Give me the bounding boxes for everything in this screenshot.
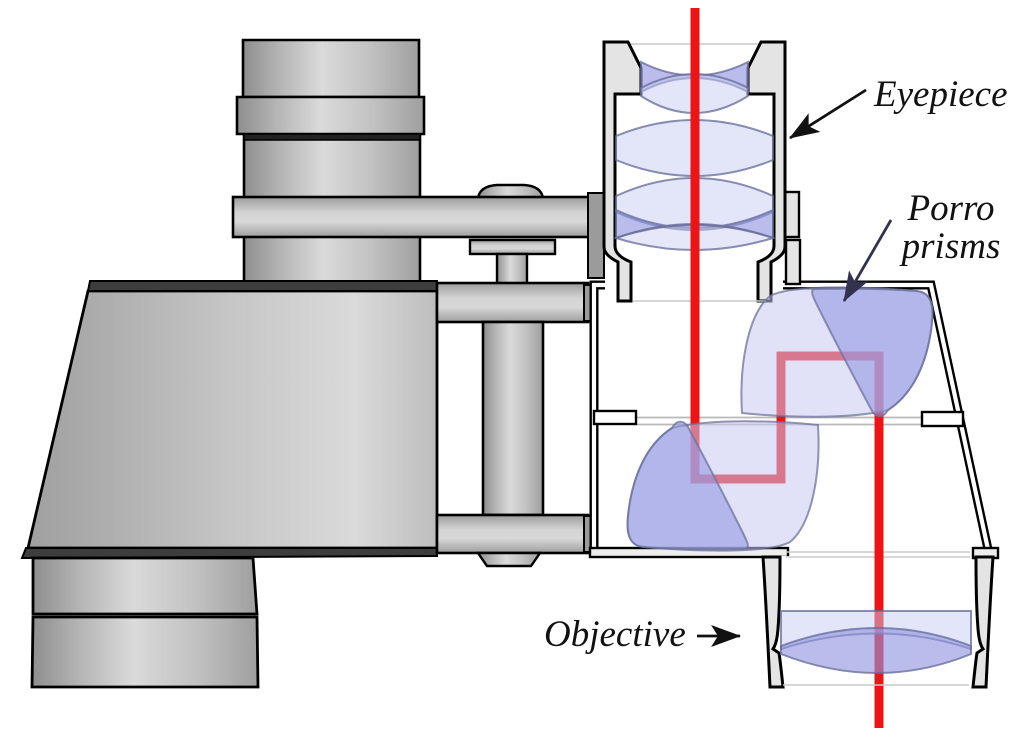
objective-lens-group <box>780 610 972 674</box>
body-trapezoid <box>26 289 439 550</box>
partition-tab-right <box>920 410 965 428</box>
left-objective-barrel-upper <box>31 556 259 616</box>
eyepiece-arrow <box>789 88 867 140</box>
left-focus-ring <box>235 95 426 136</box>
porro-label-line1: Porro <box>906 188 994 229</box>
objective-label: Objective <box>544 614 686 655</box>
hinge-column <box>481 320 545 517</box>
hinge-shaft-upper <box>495 252 529 286</box>
hinge-screw-dome <box>476 183 545 200</box>
hinge-block-bottom <box>435 513 590 555</box>
porro-prisms-arrow <box>842 219 893 302</box>
porro-label-line2: prisms <box>899 226 1001 267</box>
porro-prism-lower <box>626 420 820 552</box>
porro-prism-upper <box>740 286 934 418</box>
annotations: Eyepiece Porro prisms Objective <box>544 74 1008 655</box>
prism-lower-edge-face <box>626 420 749 551</box>
eyepiece-neck-right <box>784 238 802 286</box>
eyepiece-flange-right <box>783 190 801 239</box>
partition-tab-left <box>592 409 638 426</box>
left-objective-barrel-lower <box>30 615 260 689</box>
bridge-plate <box>231 195 606 239</box>
hinge-assembly <box>231 183 606 568</box>
body-bottom-strip <box>20 547 438 560</box>
prism-upper-edge-face <box>811 287 934 418</box>
hinge-disc <box>468 238 557 256</box>
hinge-block-top <box>435 281 590 324</box>
hinge-bottom-nub <box>475 551 543 568</box>
eyepiece-label: Eyepiece <box>873 74 1008 115</box>
objective-biconvex-lens <box>780 627 972 674</box>
objective-wall-right <box>971 555 995 689</box>
objective-wall-left <box>761 555 785 689</box>
left-ring-dark-band <box>243 133 421 141</box>
bridge-plate-shadow-end <box>587 192 605 279</box>
body-top-strip <box>86 280 438 292</box>
left-barrel-body <box>20 38 439 689</box>
left-eyecup <box>241 38 421 99</box>
